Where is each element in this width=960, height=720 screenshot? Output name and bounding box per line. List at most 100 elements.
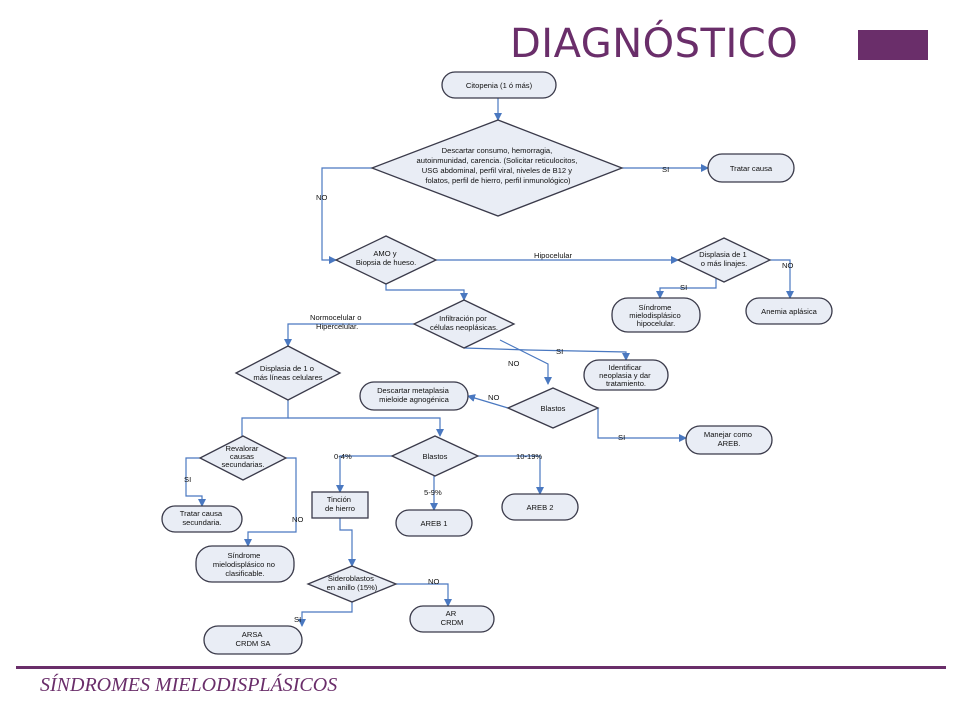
node-tratar-secundaria-text: Tratar causa secundaria. — [180, 509, 224, 527]
edge-revalorar-sindrome — [244, 457, 297, 547]
label-si-manejar: SI — [618, 433, 625, 442]
edge-amo-infiltracion — [385, 276, 468, 301]
node-displasia-linajes-text: Displasia de 1 o más linajes. — [699, 250, 749, 268]
edge-infiltracion-identificar — [463, 347, 630, 361]
node-sindrome-noclas: Síndrome mielodisplásico no clasificable… — [195, 545, 295, 583]
node-text-line: USG abdominal, perfil viral, niveles de … — [422, 166, 572, 175]
node-text-line: AREB. — [718, 439, 741, 448]
slide-title: DIAGNÓSTICO — [510, 21, 799, 67]
node-text-line: Tinción — [327, 495, 351, 504]
label-hipocelular: Hipocelular — [534, 251, 572, 260]
node-identificar: Identificar neoplasia y dar tratamiento. — [583, 359, 669, 391]
label-pct-10-19: 10-19% — [516, 452, 542, 461]
node-amo-text: AMO y Biopsia de hueso. — [356, 249, 416, 267]
node-text-line: AR — [446, 609, 457, 618]
node-text-line: en anillo (15%) — [327, 583, 378, 592]
label-no-metaplasia: NO — [488, 393, 499, 402]
node-text-line: Tratar causa — [180, 509, 223, 518]
label-normocelular: Normocelular o Hipercelular. — [310, 313, 364, 331]
node-areb1-text: AREB 1 — [420, 519, 447, 528]
node-text-line: Blastos — [423, 452, 448, 461]
edge-blastos-manejar — [597, 408, 687, 442]
node-manejar: Manejar como AREB. — [685, 425, 773, 455]
node-infiltracion-text: Infiltración por células neoplásicas. — [430, 314, 498, 332]
node-text-line: folatos, perfil de hierro, perfil inmuno… — [425, 176, 571, 185]
label-normocelular-line: Hipercelular. — [316, 322, 358, 331]
node-anemia-aplasica: Anemia aplásica — [745, 297, 833, 325]
node-tincion: Tinción de hierro — [311, 491, 369, 519]
node-text-line: mielodisplásico no — [213, 560, 275, 569]
title-accent-bar — [858, 30, 928, 60]
node-infiltracion: Infiltración por células neoplásicas. — [412, 299, 516, 349]
node-blastos-mid-text: Blastos — [423, 452, 448, 461]
node-text-line: secundaria. — [182, 518, 221, 527]
node-text-line: Descartar metaplasia — [377, 386, 450, 395]
node-text-line: Sideroblastos — [328, 574, 374, 583]
node-amo: AMO y Biopsia de hueso. — [334, 235, 438, 285]
node-manejar-text: Manejar como AREB. — [704, 430, 754, 448]
node-revalorar: Revalorar causas secundarias. — [198, 435, 288, 481]
node-areb2-text: AREB 2 — [526, 503, 553, 512]
node-sindrome-hipocelular-text: Síndrome mielodisplásico hipocelular. — [629, 303, 683, 328]
node-text-line: CRDM — [441, 618, 464, 627]
node-text-line: Displasia de 1 — [699, 250, 747, 259]
node-text-line: Revalorar — [225, 444, 258, 453]
node-text-line: Síndrome — [227, 551, 260, 560]
node-text-line: mielodisplásico — [629, 311, 681, 320]
node-text-line: hipocelular. — [637, 319, 675, 328]
edge-blastos-tincion — [336, 455, 392, 493]
node-text-line: Manejar como — [704, 430, 752, 439]
label-no-blastos: NO — [508, 359, 519, 368]
label-si-identificar: SI — [556, 347, 563, 356]
label-no-anemia: NO — [782, 261, 793, 270]
edge-descartar-amo — [321, 167, 372, 264]
node-citopenia: Citopenia (1 ó más) — [441, 71, 557, 99]
node-text-line: Tratar causa — [730, 164, 773, 173]
edge-displasia-anemia — [770, 259, 794, 299]
label-no-ar: NO — [428, 577, 439, 586]
edge-displasia-split — [241, 400, 289, 436]
node-tratar-secundaria: Tratar causa secundaria. — [161, 505, 243, 533]
node-arsa-text: ARSA CRDM SA — [235, 630, 271, 648]
node-sindrome-hipocelular: Síndrome mielodisplásico hipocelular. — [611, 297, 701, 333]
node-blastos-top-text: Blastos — [541, 404, 566, 413]
edge-labels: SI NO Hipocelular NO SI Normocelular o H… — [184, 165, 793, 624]
edge-infiltracion-blastos — [499, 339, 552, 385]
node-text-line: AMO y — [373, 249, 396, 258]
node-descartar: Descartar consumo, hemorragia, autoinmun… — [370, 119, 624, 217]
node-descartar-metaplasia: Descartar metaplasia mieloide agnogénica — [359, 381, 469, 411]
node-text-line: tratamiento. — [606, 379, 646, 388]
node-text-line: Infiltración por — [439, 314, 487, 323]
node-text-line: ARSA — [242, 630, 264, 639]
node-text-line: AREB 1 — [420, 519, 447, 528]
footer-title: SÍNDROMES MIELODISPLÁSICOS — [40, 674, 338, 696]
node-text-line: Síndrome — [638, 303, 671, 312]
label-si-arsa: SI — [294, 615, 301, 624]
label-no-sindrome: NO — [292, 515, 303, 524]
node-text-line: Identificar — [608, 363, 641, 372]
node-text-line: Citopenia (1 ó más) — [466, 81, 533, 90]
node-text-line: Biopsia de hueso. — [356, 258, 416, 267]
node-text-line: neoplasia y dar — [599, 371, 651, 380]
label-si-sindrome: SI — [680, 283, 687, 292]
edge-infiltracion-displasia — [284, 323, 414, 347]
node-text-line: de hierro — [325, 504, 355, 513]
node-text-line: Blastos — [541, 404, 566, 413]
node-text-line: células neoplásicas. — [430, 323, 498, 332]
label-pct-5-9: 5-9% — [424, 488, 442, 497]
edge-displasia-blastosmid — [288, 417, 444, 437]
flowchart: SI NO Hipocelular NO SI Normocelular o H… — [161, 71, 833, 655]
label-pct-0-4: 0-4% — [334, 452, 352, 461]
node-tratar-causa: Tratar causa — [707, 153, 795, 183]
label-normocelular-line: Normocelular o — [310, 313, 362, 322]
node-citopenia-text: Citopenia (1 ó más) — [466, 81, 533, 90]
node-areb1: AREB 1 — [395, 509, 473, 537]
node-blastos-top: Blastos — [506, 387, 600, 429]
node-blastos-mid: Blastos — [390, 435, 480, 477]
node-text-line: Anemia aplásica — [761, 307, 817, 316]
node-tincion-text: Tinción de hierro — [325, 495, 355, 513]
node-sindrome-noclas-text: Síndrome mielodisplásico no clasificable… — [213, 551, 277, 578]
node-text-line: CRDM SA — [235, 639, 271, 648]
node-sideroblastos-text: Sideroblastos en anillo (15%) — [327, 574, 378, 592]
footer-divider — [16, 666, 946, 669]
